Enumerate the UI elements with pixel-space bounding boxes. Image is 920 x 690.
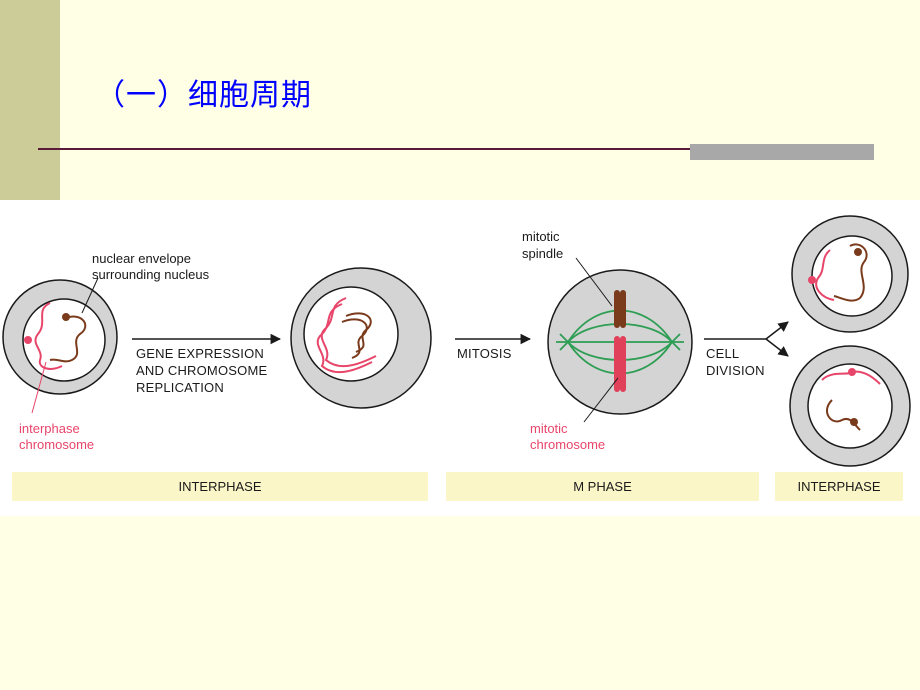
daughter-cell-bottom bbox=[789, 345, 911, 467]
phase-bar-interphase-1: INTERPHASE bbox=[12, 472, 428, 501]
label-cell: CELL bbox=[706, 346, 740, 361]
slide-title: （一）细胞周期 bbox=[95, 78, 312, 113]
label-interphase: interphase bbox=[19, 421, 80, 436]
label-chromosome: chromosome bbox=[19, 437, 95, 452]
cell-cycle-diagram bbox=[2, 215, 911, 467]
phase-bar-m-phase: M PHASE bbox=[446, 472, 759, 501]
label-mitosis: MITOSIS bbox=[457, 346, 512, 361]
phase-bar-interphase-2: INTERPHASE bbox=[775, 472, 903, 501]
label-gene-expression: GENE EXPRESSION bbox=[136, 346, 264, 361]
daughter-cell-top bbox=[791, 215, 909, 333]
interphase-cell-1 bbox=[2, 277, 118, 414]
label-spindle: spindle bbox=[522, 246, 564, 261]
label-surrounding-nucleus: surrounding nucleus bbox=[92, 267, 210, 282]
interphase-cell-2 bbox=[290, 267, 432, 409]
title-gray-band bbox=[690, 144, 874, 160]
title-underline bbox=[38, 148, 874, 150]
arrow-cell-division bbox=[704, 321, 789, 357]
label-replication: REPLICATION bbox=[136, 380, 224, 395]
label-mitotic-chromosome: chromosome bbox=[530, 437, 606, 452]
m-phase-cell bbox=[547, 257, 693, 423]
cell-cycle-figure: nuclear envelope surrounding nucleus int… bbox=[0, 200, 920, 516]
label-nuclear-envelope: nuclear envelope bbox=[92, 251, 192, 266]
side-accent-bar bbox=[0, 0, 60, 200]
label-division: DIVISION bbox=[706, 363, 765, 378]
label-and-chromosome: AND CHROMOSOME bbox=[136, 363, 268, 378]
label-mitotic-2: mitotic bbox=[530, 421, 568, 436]
label-mitotic: mitotic bbox=[522, 229, 560, 244]
